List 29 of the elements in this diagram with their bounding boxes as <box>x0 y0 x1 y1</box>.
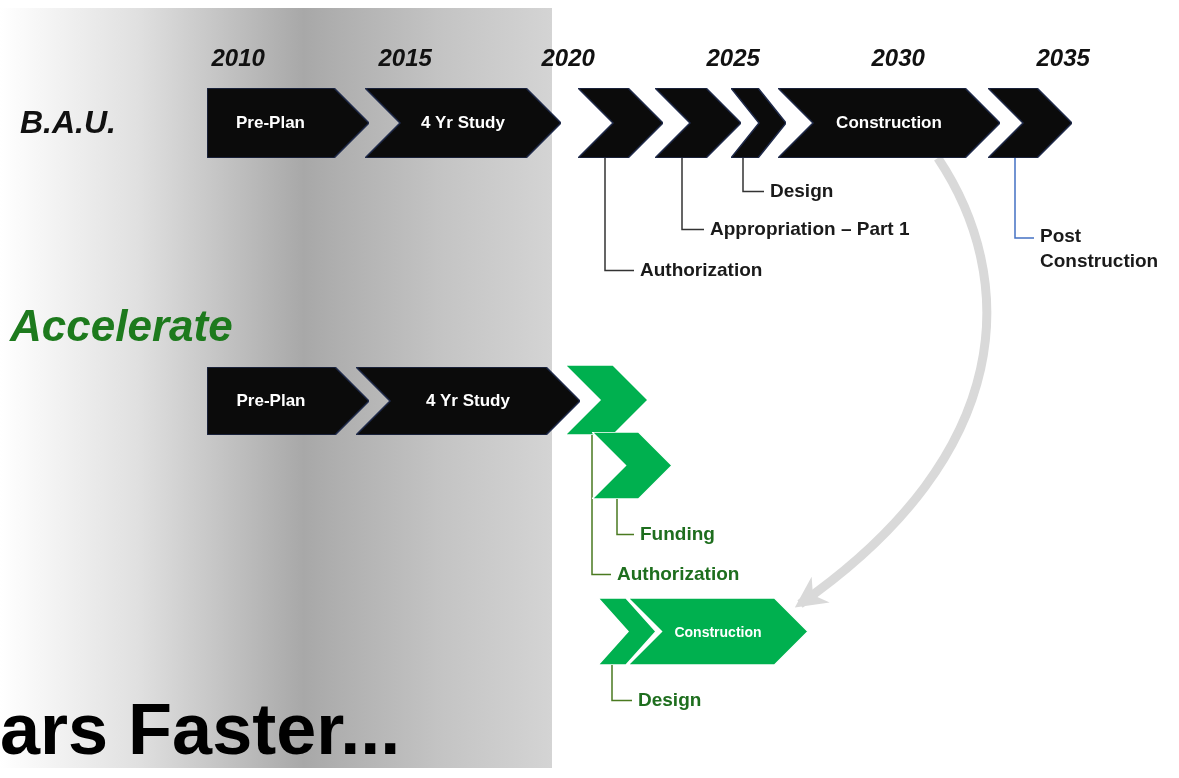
milestone-label: Authorization <box>640 258 763 283</box>
milestone-label: Design <box>638 688 702 713</box>
milestone-label: Design <box>770 179 834 204</box>
chevron-label: 4 Yr Study <box>426 391 510 411</box>
leader-line <box>604 157 635 272</box>
milestone-label: Authorization <box>617 562 740 587</box>
leader-line <box>591 434 612 576</box>
chevron-label: Construction <box>674 623 762 640</box>
milestone-label: Funding <box>640 522 715 547</box>
year-label: 2030 <box>871 45 925 72</box>
leader-line <box>1014 157 1035 239</box>
leader-line <box>742 157 765 193</box>
year-label: 2025 <box>706 45 760 72</box>
slogan-text: ars Faster... <box>0 690 401 770</box>
year-label: 2020 <box>541 45 595 72</box>
leader-line <box>616 498 635 536</box>
chevron-label: Pre-Plan <box>236 113 305 133</box>
row-heading: B.A.U. <box>20 105 116 141</box>
milestone-label: Post Construction <box>1040 224 1175 274</box>
chevron-label: Construction <box>836 113 942 133</box>
milestone-label: Appropriation – Part 1 <box>710 217 910 242</box>
year-label: 2015 <box>378 45 432 72</box>
row-heading: Accelerate <box>10 302 233 351</box>
leader-line <box>611 664 633 702</box>
year-label: 2035 <box>1036 45 1090 72</box>
year-label: 2010 <box>211 45 265 72</box>
chevron-label: 4 Yr Study <box>421 113 505 133</box>
chevron-label: Pre-Plan <box>236 391 306 411</box>
leader-line <box>681 157 705 231</box>
